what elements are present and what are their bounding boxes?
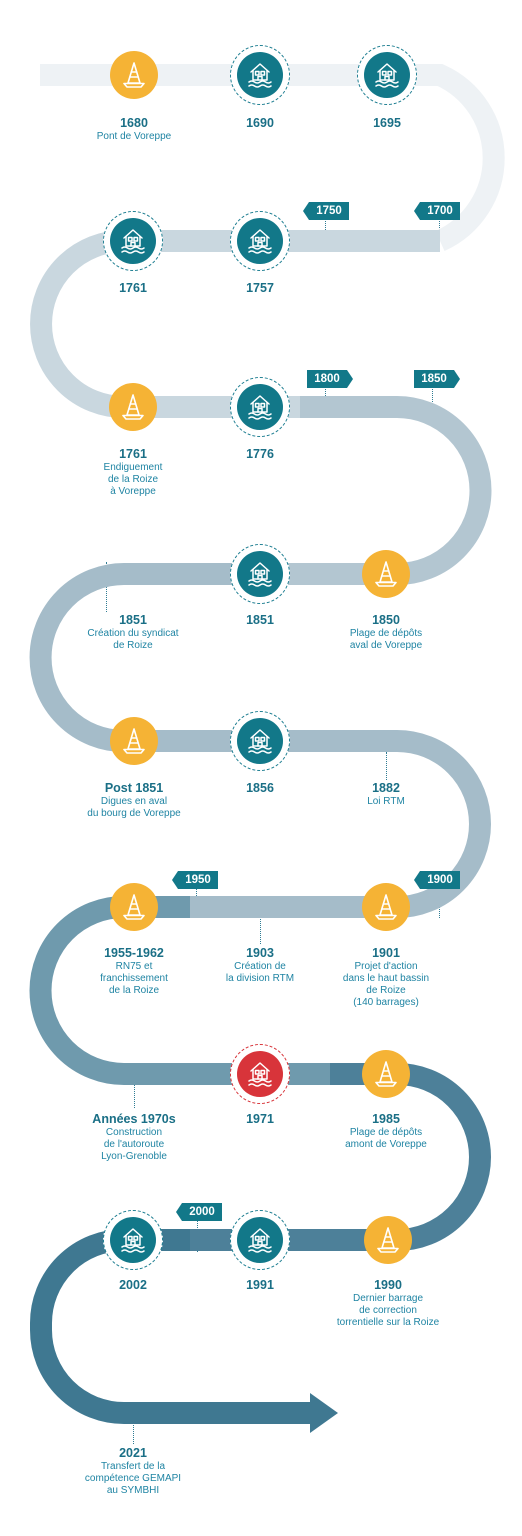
road-segment — [190, 730, 491, 918]
timeline-tick — [386, 752, 387, 780]
flood-node — [357, 45, 417, 105]
event-label: 1776 — [246, 447, 274, 461]
road-segment — [40, 64, 505, 252]
traffic-cone-icon — [110, 717, 158, 765]
flood-node — [230, 45, 290, 105]
flooded-house-icon — [237, 384, 283, 430]
flood-node — [230, 1044, 290, 1104]
flood-node — [103, 1210, 163, 1270]
traffic-cone-icon — [362, 883, 410, 931]
road-segment — [30, 230, 440, 418]
flag-shape — [307, 370, 353, 388]
timeline-tick — [260, 907, 261, 944]
event-label: 1991 — [246, 1278, 274, 1292]
flooded-house-icon — [237, 551, 283, 597]
flag-shape — [303, 202, 349, 220]
traffic-cone-icon — [110, 883, 158, 931]
works-node — [103, 377, 163, 437]
flag-shape — [414, 871, 460, 889]
traffic-cone-icon — [110, 51, 158, 99]
road-segment — [190, 1063, 491, 1251]
event-label: 1690 — [246, 116, 274, 130]
flag-shape — [414, 370, 460, 388]
works-node — [356, 877, 416, 937]
road-arrow-head — [310, 1393, 338, 1433]
traffic-cone-icon — [109, 383, 157, 431]
flag-shape — [172, 871, 218, 889]
works-node — [358, 1210, 418, 1270]
timeline-tick — [134, 1067, 135, 1108]
road-segment — [30, 1229, 312, 1424]
flood-node — [230, 211, 290, 271]
event-label: 1971 — [246, 1112, 274, 1126]
road-segment — [265, 396, 492, 585]
flood-node — [230, 377, 290, 437]
flooded-house-icon — [110, 1217, 156, 1263]
flooded-house-icon — [237, 1051, 283, 1097]
timeline-tick — [133, 1416, 134, 1444]
event-label: 1851 — [246, 613, 274, 627]
works-node — [104, 711, 164, 771]
flooded-house-icon — [237, 1217, 283, 1263]
flood-node — [230, 711, 290, 771]
traffic-cone-icon — [362, 550, 410, 598]
works-node — [104, 45, 164, 105]
works-node — [356, 1044, 416, 1104]
flooded-house-icon — [237, 718, 283, 764]
flooded-house-icon — [364, 52, 410, 98]
road-segment — [29, 896, 330, 1085]
flag-shape — [414, 202, 460, 220]
flag-shape — [176, 1203, 222, 1221]
road-segment — [29, 563, 265, 752]
event-label: 1761 — [119, 281, 147, 295]
event-label: 2002 — [119, 1278, 147, 1292]
works-node — [356, 544, 416, 604]
timeline-tick — [106, 562, 107, 612]
flood-node — [103, 211, 163, 271]
timeline-tick — [432, 383, 433, 418]
flood-node — [230, 544, 290, 604]
timeline-tick — [439, 214, 440, 240]
flooded-house-icon — [237, 218, 283, 264]
traffic-cone-icon — [362, 1050, 410, 1098]
traffic-cone-icon — [364, 1216, 412, 1264]
flooded-house-icon — [237, 52, 283, 98]
event-label: 1856 — [246, 781, 274, 795]
flood-node — [230, 1210, 290, 1270]
timeline-tick — [325, 214, 326, 240]
flooded-house-icon — [110, 218, 156, 264]
event-label: 1695 — [373, 116, 401, 130]
event-label: 1757 — [246, 281, 274, 295]
works-node — [104, 877, 164, 937]
